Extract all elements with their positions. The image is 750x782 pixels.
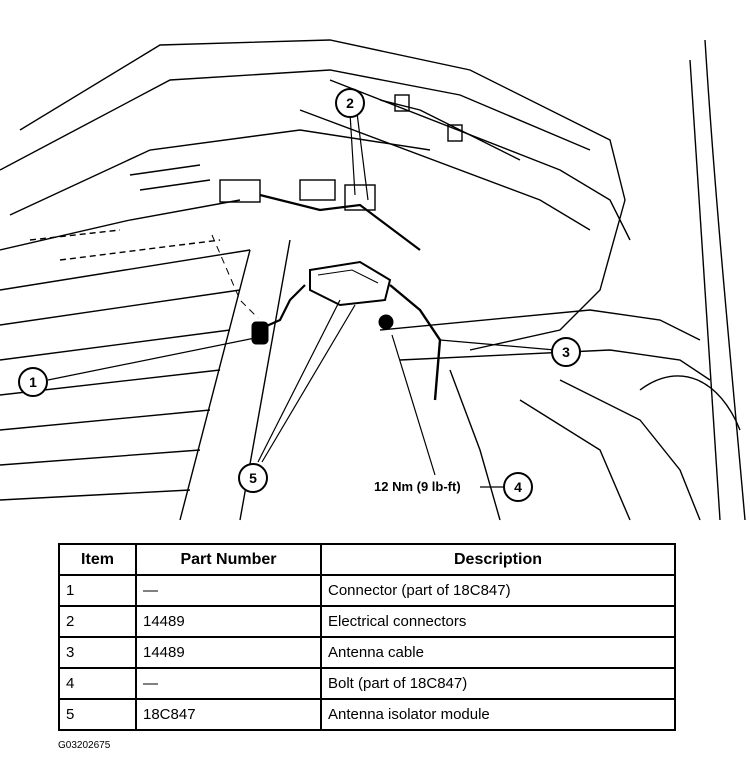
table-row: 5 18C847 Antenna isolator module	[58, 698, 676, 731]
vehicle-roof-line-art	[0, 39, 746, 521]
connector-body	[251, 321, 269, 345]
svg-text:5: 5	[249, 470, 257, 486]
svg-text:4: 4	[514, 479, 522, 495]
callout-2: 2	[335, 88, 365, 118]
cell-item: 3	[58, 636, 137, 669]
cell-description: Connector (part of 18C847)	[320, 574, 676, 607]
callout-5: 5	[238, 463, 268, 493]
cell-item: 4	[58, 667, 137, 700]
bolt-head	[378, 314, 394, 330]
table-row: 3 14489 Antenna cable	[58, 636, 676, 669]
table-row: 4 — Bolt (part of 18C847)	[58, 667, 676, 700]
svg-text:2: 2	[346, 95, 354, 111]
table-row: 1 — Connector (part of 18C847)	[58, 574, 676, 607]
cell-description: Antenna cable	[320, 636, 676, 669]
cell-item: 5	[58, 698, 137, 731]
table-row: 2 14489 Electrical connectors	[58, 605, 676, 638]
cell-description: Electrical connectors	[320, 605, 676, 638]
header-description: Description	[320, 543, 676, 576]
figure-code: G03202675	[58, 740, 111, 751]
cell-description: Antenna isolator module	[320, 698, 676, 731]
callout-1: 1	[18, 367, 48, 397]
table-header-row: Item Part Number Description	[58, 543, 676, 576]
header-item: Item	[58, 543, 137, 576]
callout-4: 4	[503, 472, 533, 502]
svg-text:1: 1	[29, 374, 37, 390]
leader-lines	[47, 112, 556, 488]
cell-item: 1	[58, 574, 137, 607]
parts-table: Item Part Number Description 1 — Connect…	[58, 543, 676, 731]
exploded-view-diagram: 1 2 3 4 5 12 Nm (9 lb-ft)	[0, 39, 746, 521]
svg-text:3: 3	[562, 344, 570, 360]
cell-part-number: —	[135, 574, 322, 607]
cell-part-number: —	[135, 667, 322, 700]
antenna-module-assembly	[211, 193, 442, 401]
callout-3: 3	[551, 337, 581, 367]
cell-item: 2	[58, 605, 137, 638]
header-part-number: Part Number	[135, 543, 322, 576]
cell-part-number: 18C847	[135, 698, 322, 731]
cell-part-number: 14489	[135, 605, 322, 638]
torque-spec: 12 Nm (9 lb-ft)	[374, 479, 461, 494]
cell-part-number: 14489	[135, 636, 322, 669]
cell-description: Bolt (part of 18C847)	[320, 667, 676, 700]
